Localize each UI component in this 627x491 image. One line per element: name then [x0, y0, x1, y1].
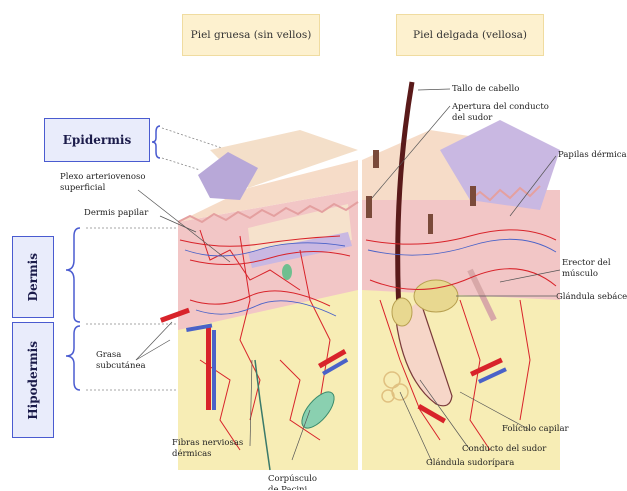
hypodermis-brace [66, 326, 80, 390]
glandula-sudoripara-label: Glándula sudorípara [426, 458, 514, 469]
dermis-brace [66, 228, 80, 322]
fibras-label: Fibras nerviosas dérmicas [172, 438, 243, 460]
glandula-sebacea-label: Glándula sebácea [556, 292, 627, 303]
grasa-label-line1: Grasa [96, 350, 146, 361]
conducto-label: Conducto del sudor [462, 444, 546, 455]
dermis-papilar-label: Dermis papilar [84, 208, 148, 219]
fibras-label-line2: dérmicas [172, 449, 243, 460]
right-fat-front [362, 270, 560, 470]
papilas-label: Papilas dérmicas [558, 150, 627, 161]
plexo-label-line2: superficial [60, 183, 145, 194]
epidermis-brace [152, 126, 160, 158]
apertura-label-line2: del sudor [452, 113, 549, 124]
erector-label-line2: músculo [562, 269, 611, 280]
corpusculo-label-line2: de Pacini [268, 485, 317, 490]
erector-label: Erector del músculo [562, 258, 611, 280]
grasa-label: Grasa subcutánea [96, 350, 146, 372]
apertura-label: Apertura del conducto del sudor [452, 102, 549, 124]
corpusculo-label: Corpúsculo de Pacini [268, 474, 317, 490]
corpusculo-label-line1: Corpúsculo [268, 474, 317, 485]
tallo-label: Tallo de cabello [452, 84, 519, 95]
erector-label-line1: Erector del [562, 258, 611, 269]
apertura-label-line1: Apertura del conducto [452, 102, 549, 113]
grasa-label-line2: subcutánea [96, 361, 146, 372]
foliculo-label: Folículo capilar [502, 424, 569, 435]
plexo-label-line1: Plexo arteriovenoso [60, 172, 145, 183]
plexo-label: Plexo arteriovenoso superficial [60, 172, 145, 194]
thick-skin-block [160, 130, 358, 470]
fibras-label-line1: Fibras nerviosas [172, 438, 243, 449]
